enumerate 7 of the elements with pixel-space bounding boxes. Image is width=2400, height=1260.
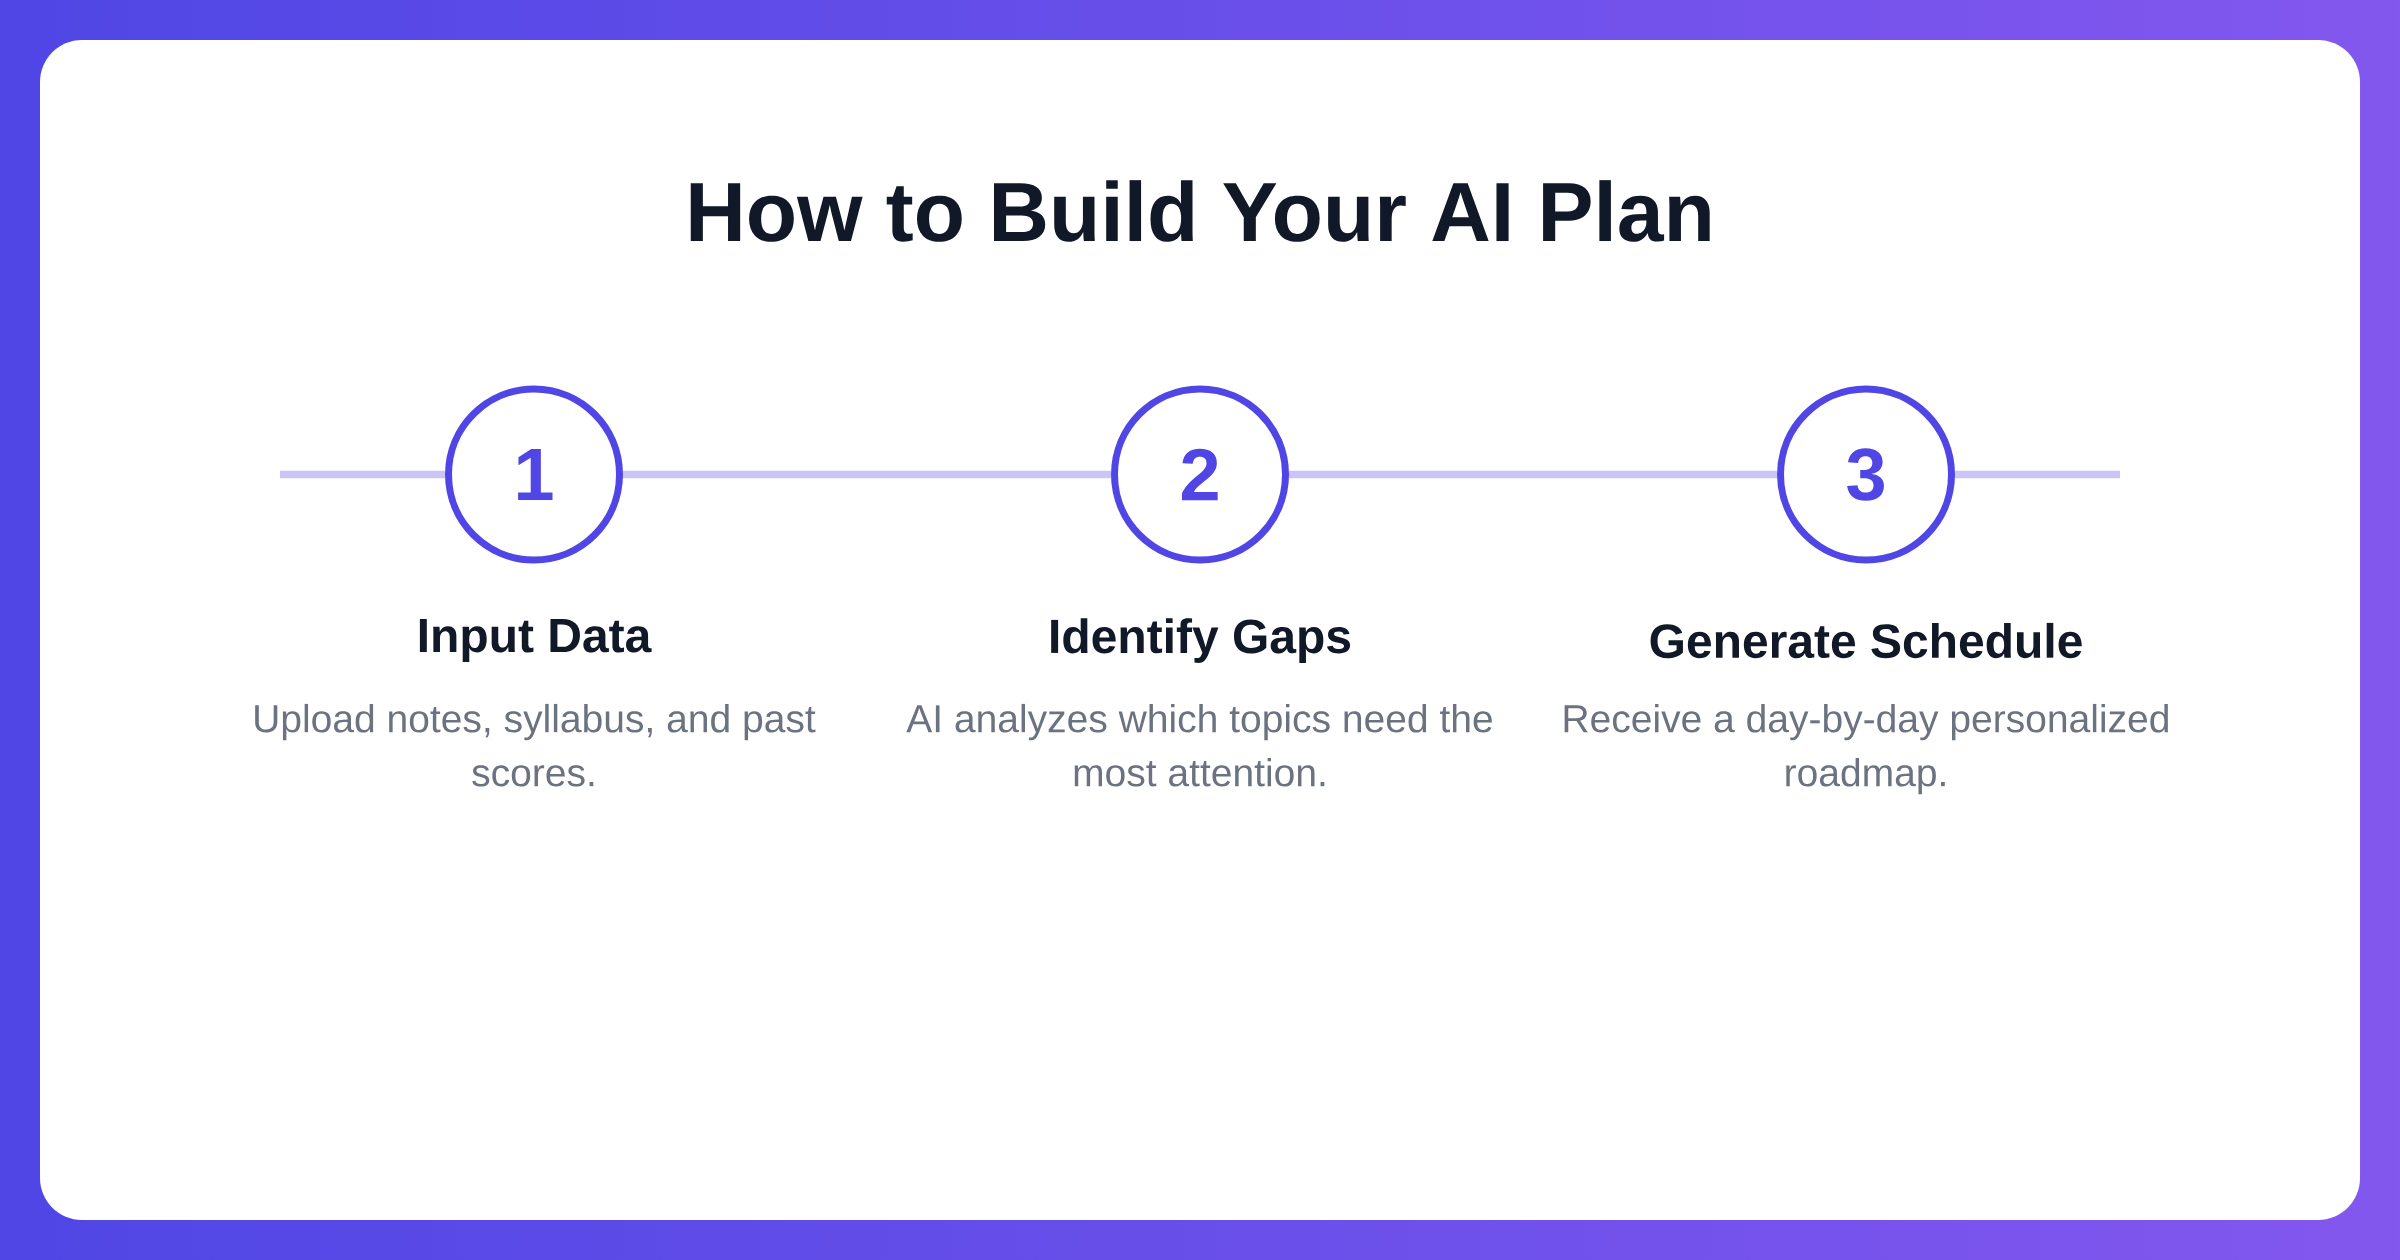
step-title: Identify Gaps xyxy=(1051,618,1351,663)
step-description: Receive a day-by-day personalized roadmap. xyxy=(1564,703,2168,795)
step-title: Input Data xyxy=(419,619,652,662)
step-description: Upload notes, syllabus, and past scores. xyxy=(255,703,816,787)
step-description: AI analyzes which topics need the most attention. xyxy=(906,703,1492,787)
step-title: Generate Schedule xyxy=(1650,622,2082,659)
title: How to Build Your AI Plan xyxy=(690,180,1710,242)
